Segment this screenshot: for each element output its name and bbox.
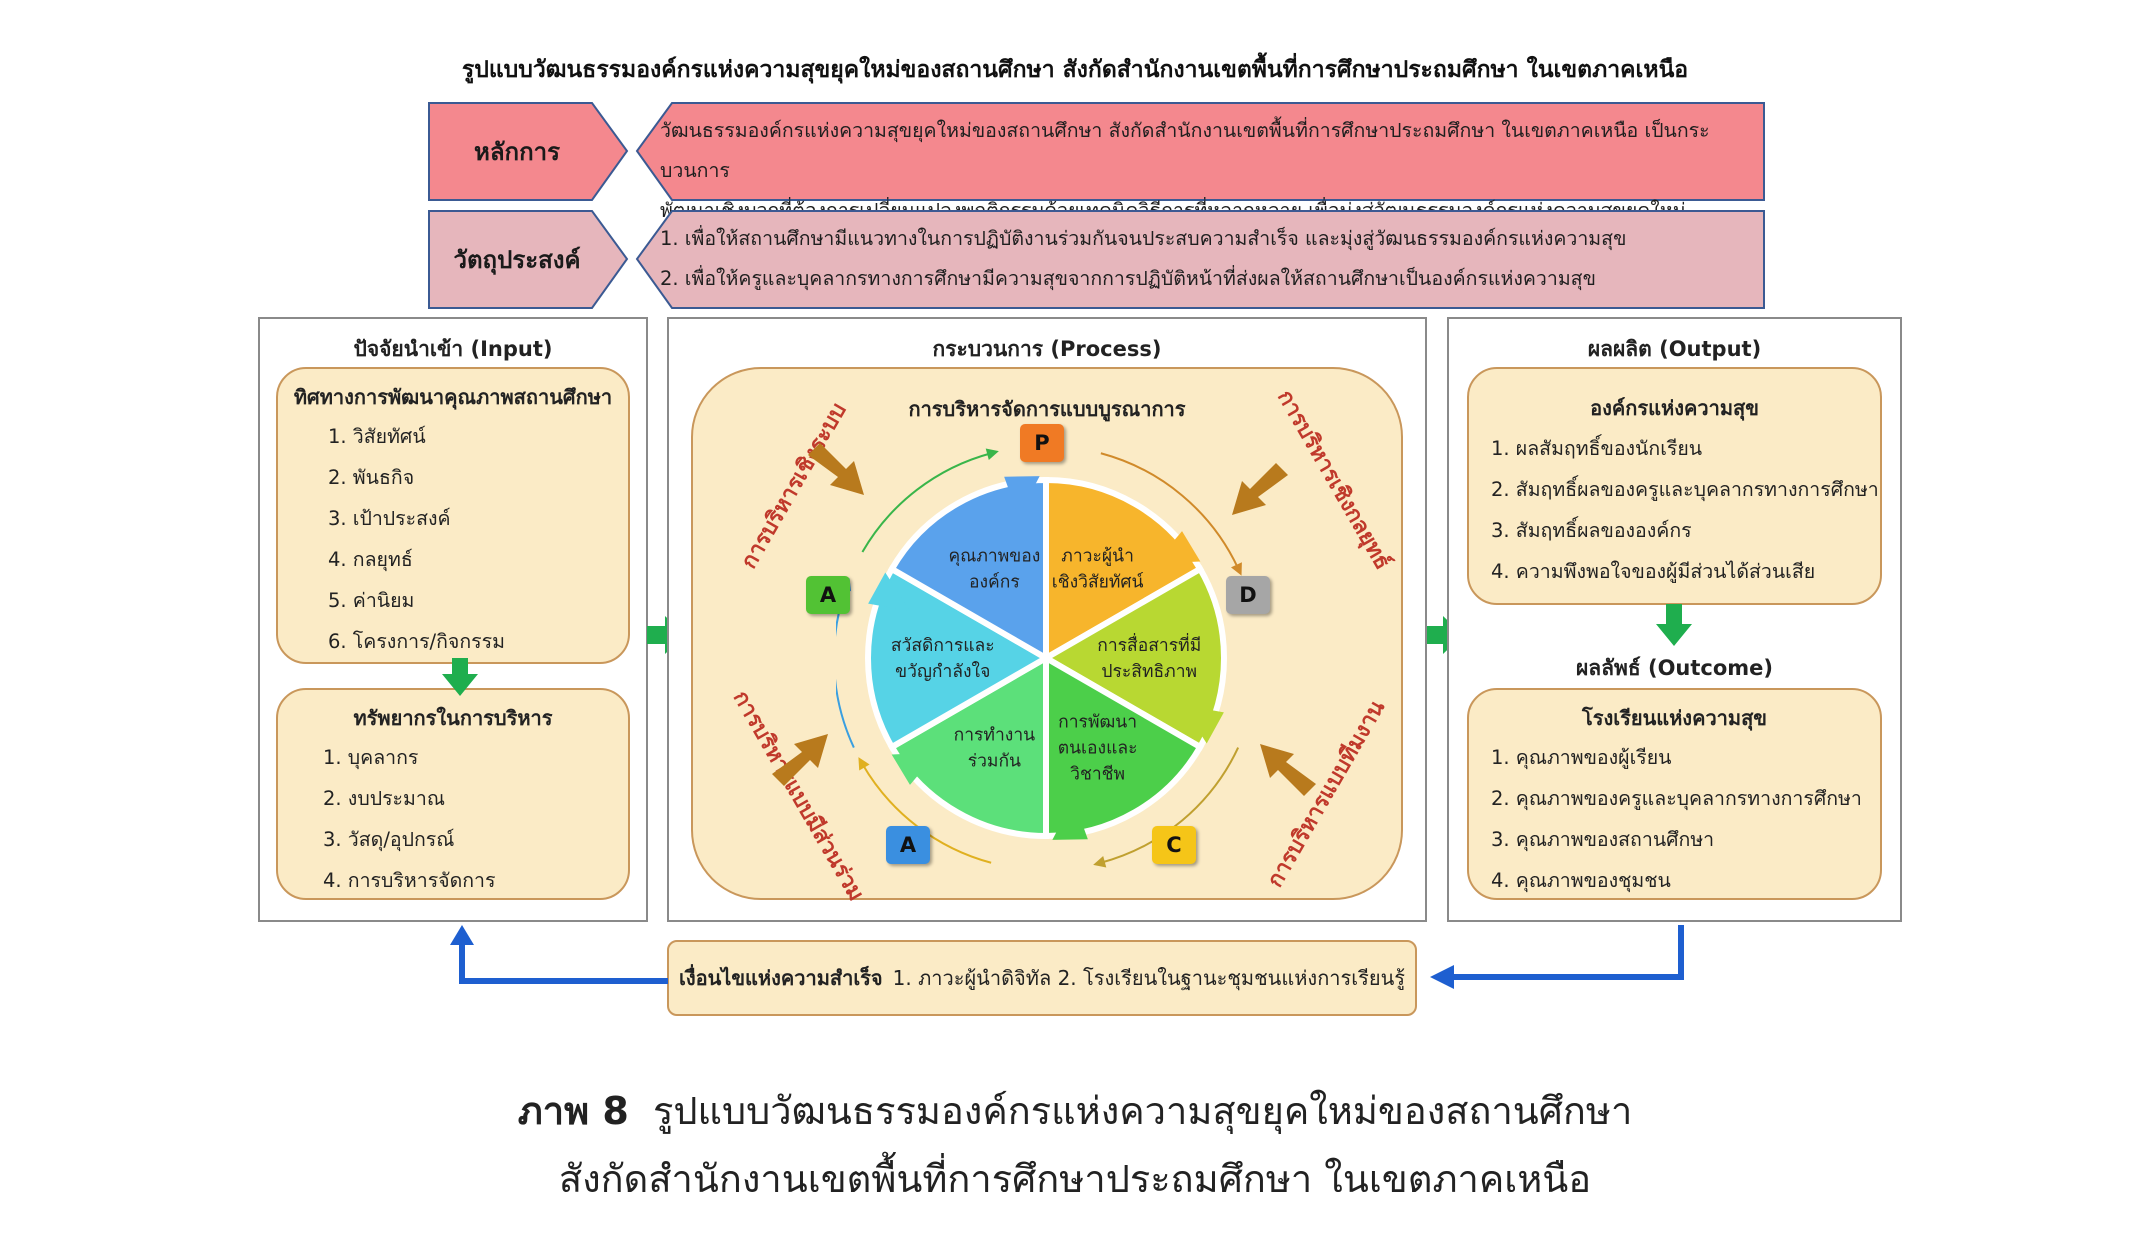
objective-line-2: 2. เพื่อให้ครูและบุคลากรทางการศึกษามีควา… — [660, 267, 1596, 290]
success-text: 1. ภาวะผู้นำดิจิทัล 2. โรงเรียนในฐานะชุม… — [892, 966, 1405, 990]
brown-arrow-top-right — [1232, 463, 1288, 515]
org-item-1: 1. ผลสัมฤทธิ์ของนักเรียน — [1491, 437, 1703, 460]
process-to-output-arrow — [1425, 616, 1463, 654]
process-center-title: การบริหารจัดการแบบบูรณาการ — [908, 397, 1186, 421]
letter-d: D — [1226, 576, 1270, 614]
direction-box: ทิศทางการพัฒนาคุณภาพสถานศึกษา 1. วิสัยทั… — [276, 367, 630, 664]
input-to-process-arrow — [647, 616, 685, 654]
org-item-3: 3. สัมฤทธิ์ผลขององค์กร — [1491, 519, 1692, 542]
happy-org-title: องค์กรแห่งความสุข — [1590, 396, 1759, 420]
cycle-arrowhead-2 — [1231, 562, 1242, 576]
objective-text: 1. เพื่อให้สถานศึกษามีแนวทางในการปฏิบัติ… — [660, 219, 1760, 299]
wheel-sector-5-text-2: ขวัญกำลังใจ — [895, 661, 990, 682]
cycle-arrowhead-3 — [1093, 855, 1107, 868]
direction-item-2: 2. พันธกิจ — [328, 466, 415, 489]
school-item-1: 1. คุณภาพของผู้เรียน — [1491, 746, 1672, 769]
cycle-arc-3 — [1100, 747, 1240, 864]
wheel-sector-tip-3 — [1052, 799, 1088, 840]
letter-a-bottom: A — [886, 826, 930, 864]
letter-c: C — [1152, 826, 1196, 864]
output-down-arrow — [1656, 604, 1692, 646]
school-item-3: 3. คุณภาพของสถานศึกษา — [1491, 828, 1715, 851]
wheel-sector-tip-4 — [891, 752, 938, 785]
brown-arrow-bottom-left — [772, 734, 828, 786]
letter-a-left: A — [806, 576, 850, 614]
wheel-sector-3-text-1: การพัฒนา — [1058, 712, 1137, 732]
happy-school-title: โรงเรียนแห่งความสุข — [1582, 706, 1767, 730]
feedback-arrow-left — [450, 925, 668, 984]
school-item-2: 2. คุณภาพของครูและบุคลากรทางการศึกษา — [1491, 787, 1862, 810]
process-wheel: ภาวะผู้นำเชิงวิสัยทัศน์การสื่อสารที่มีปร… — [836, 448, 1242, 868]
org-item-2: 2. สัมฤทธิ์ผลของครูและบุคลากรทางการศึกษา — [1491, 478, 1879, 501]
cycle-arrowhead-4 — [858, 757, 870, 771]
resource-item-4: 4. การบริหารจัดการ — [323, 869, 496, 892]
direction-item-1: 1. วิสัยทัศน์ — [328, 425, 426, 448]
direction-title: ทิศทางการพัฒนาคุณภาพสถานศึกษา — [293, 385, 613, 409]
brown-arrow-bottom-right — [1260, 744, 1316, 796]
resource-box: ทรัพยากรในการบริหาร 1. บุคลากร 2. งบประม… — [276, 688, 630, 900]
wheel-sector-3-text-2: ตนเองและ — [1058, 738, 1138, 758]
wheel-sector-5-text-1: สวัสดิการและ — [891, 636, 995, 656]
success-conditions-box: เงื่อนไขแห่งความสำเร็จ 1. ภาวะผู้นำดิจิท… — [667, 940, 1417, 1016]
wheel-sector-1-text-1: ภาวะผู้นำ — [1061, 547, 1134, 567]
resource-item-1: 1. บุคลากร — [323, 746, 419, 769]
success-label: เงื่อนไขแห่งความสำเร็จ — [679, 966, 883, 990]
direction-item-3: 3. เป้าประสงค์ — [328, 507, 451, 530]
org-item-4: 4. ความพึงพอใจของผู้มีส่วนได้ส่วนเสีย — [1491, 560, 1816, 583]
cycle-arrowhead-1 — [985, 448, 999, 461]
direction-item-4: 4. กลยุทธ์ — [328, 548, 413, 571]
happy-school-box: โรงเรียนแห่งความสุข 1. คุณภาพของผู้เรียน… — [1467, 688, 1882, 900]
principle-shapes — [428, 102, 1765, 201]
diagram-title: รูปแบบวัฒนธรรมองค์กรแห่งความสุขยุคใหม่ขอ… — [461, 57, 1689, 83]
figure-caption-line-2: สังกัดสำนักงานเขตพื้นที่การศึกษาประถมศึก… — [558, 1157, 1592, 1201]
objective-line-1: 1. เพื่อให้สถานศึกษามีแนวทางในการปฏิบัติ… — [660, 227, 1627, 250]
happy-org-box: องค์กรแห่งความสุข 1. ผลสัมฤทธิ์ของนักเรี… — [1467, 367, 1882, 605]
direction-item-6: 6. โครงการ/กิจกรรม — [328, 630, 505, 653]
objective-label: วัตถุประสงค์ — [453, 245, 581, 274]
school-item-4: 4. คุณภาพของชุมชน — [1491, 869, 1671, 892]
figure-caption-text-1: รูปแบบวัฒนธรรมองค์กรแห่งความสุขยุคใหม่ขอ… — [652, 1089, 1633, 1133]
resource-title: ทรัพยากรในการบริหาร — [353, 706, 553, 730]
direction-item-5: 5. ค่านิยม — [328, 589, 415, 612]
wheel-sector-6-text-1: คุณภาพของ — [948, 547, 1040, 567]
cycle-arc-1 — [861, 452, 992, 553]
figure-caption-line-1: ภาพ 8 รูปแบบวัฒนธรรมองค์กรแห่งความสุขยุค… — [0, 1080, 2150, 1141]
wheel-sector-6-text-2: องค์กร — [969, 572, 1020, 593]
principle-label: หลักการ — [474, 137, 560, 166]
input-title: ปัจจัยนำเข้า (Input) — [353, 337, 553, 361]
wheel-sector-2-text-2: ประสิทธิภาพ — [1101, 662, 1197, 682]
principle-line-1: วัฒนธรรมองค์กรแห่งความสุขยุคใหม่ของสถานศ… — [660, 119, 1710, 182]
brown-arrow-top-left — [808, 443, 864, 495]
resource-item-2: 2. งบประมาณ — [323, 787, 445, 810]
wheel-sector-3-text-3: วิชาชีพ — [1070, 764, 1125, 784]
letter-p: P — [1020, 424, 1064, 462]
wheel-sector-4-text-1: การทำงาน — [954, 725, 1036, 745]
wheel-sector-1-text-2: เชิงวิสัยทัศน์ — [1052, 572, 1144, 593]
input-down-arrow — [442, 658, 478, 696]
objective-shapes — [428, 210, 1765, 309]
cycle-arc-2 — [1100, 452, 1240, 569]
wheel-sector-tip-2 — [1182, 704, 1224, 744]
wheel-sector-4-text-2: ร่วมกัน — [968, 751, 1021, 771]
figure-number: ภาพ 8 — [517, 1089, 629, 1133]
wheel-sector-tip-5 — [868, 572, 910, 612]
feedback-arrow-right — [1430, 925, 1684, 989]
outcome-title: ผลลัพธ์ (Outcome) — [1575, 656, 1774, 680]
wheel-sector-tip-6 — [1004, 476, 1040, 517]
resource-item-3: 3. วัสดุ/อุปกรณ์ — [323, 828, 455, 851]
wheel-sector-tip-1 — [1154, 531, 1201, 564]
process-title: กระบวนการ (Process) — [932, 337, 1162, 361]
output-title: ผลผลิต (Output) — [1587, 337, 1762, 361]
wheel-sector-2-text-1: การสื่อสารที่มี — [1097, 633, 1201, 656]
